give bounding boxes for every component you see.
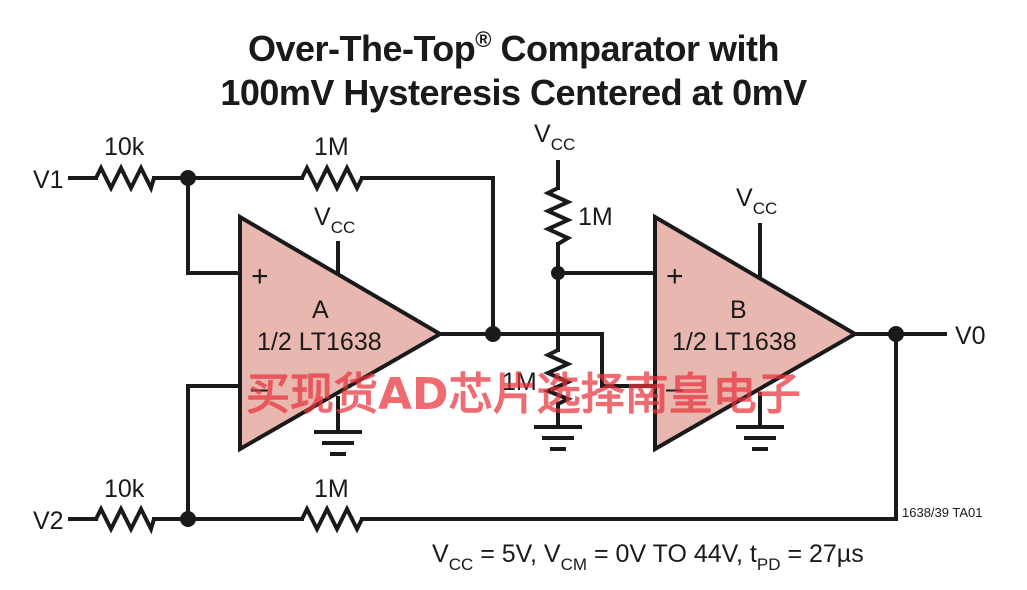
resistor-10k-top [94, 163, 156, 194]
figure-title: Over-The-Top® Comparator with 100mV Hyst… [0, 18, 1027, 115]
spec-line: VCC = 5V, VCM = 0V TO 44V, tPD = 27µs [432, 540, 864, 574]
ground-symbol-b [736, 425, 784, 451]
comparator-a-letter: A [312, 296, 329, 324]
resistor-1m-divider-top [543, 186, 573, 246]
resistor-10k-bottom-label: 10k [104, 475, 145, 503]
input-v1-label: V1 [33, 166, 64, 194]
junction-divider [551, 266, 565, 280]
comparator-a-minus: – [251, 372, 268, 405]
wire-bottom-feedback [360, 332, 898, 521]
comparator-b [653, 213, 859, 453]
figure-id: 1638/39 TA01 [902, 505, 982, 520]
junction-b-output [888, 326, 904, 342]
vcc-divider-label: VCC [534, 120, 575, 154]
resistor-10k-top-label: 10k [104, 133, 145, 161]
ground-symbol-divider [534, 425, 582, 451]
output-v0-label: V0 [955, 322, 986, 350]
title-line2: 100mV Hysteresis Centered at 0mV [220, 72, 807, 113]
comparator-b-plus: + [666, 260, 684, 293]
junction-top-left [180, 170, 196, 186]
wire-b-minus [600, 332, 657, 388]
resistor-1m-divider-bottom [542, 348, 573, 406]
comparator-b-minus: – [666, 372, 683, 405]
title-line1-rest: Comparator with [491, 28, 780, 69]
junction-a-output [485, 326, 501, 342]
resistor-1m-divider-bottom-label: 1M [502, 368, 537, 396]
comparator-a [238, 213, 444, 453]
resistor-10k-bottom [94, 504, 156, 535]
resistor-1m-bottom [300, 504, 364, 534]
wire-a-minus [186, 384, 242, 521]
resistor-1m-divider-top-label: 1M [578, 203, 613, 231]
junction-bottom-left [180, 511, 196, 527]
wire-top-feedback [360, 176, 495, 336]
comparator-b-letter: B [730, 296, 747, 324]
comparator-b-part: 1/2 LT1638 [672, 328, 797, 356]
resistor-1m-top-label: 1M [314, 133, 349, 161]
vcc-a-label: VCC [314, 203, 355, 237]
registered-mark: ® [475, 27, 492, 52]
title-line1: Over-The-Top [247, 28, 476, 69]
watermark-text: 买现货AD芯片选择南皇电子 [246, 369, 801, 420]
wire-a-plus [186, 176, 242, 275]
ground-symbol-a [314, 430, 362, 456]
resistor-1m-top [300, 163, 364, 193]
input-v2-label: V2 [33, 507, 64, 535]
vcc-b-label: VCC [736, 184, 777, 218]
comparator-a-plus: + [251, 260, 269, 293]
resistor-1m-bottom-label: 1M [314, 475, 349, 503]
comparator-a-part: 1/2 LT1638 [257, 328, 382, 356]
